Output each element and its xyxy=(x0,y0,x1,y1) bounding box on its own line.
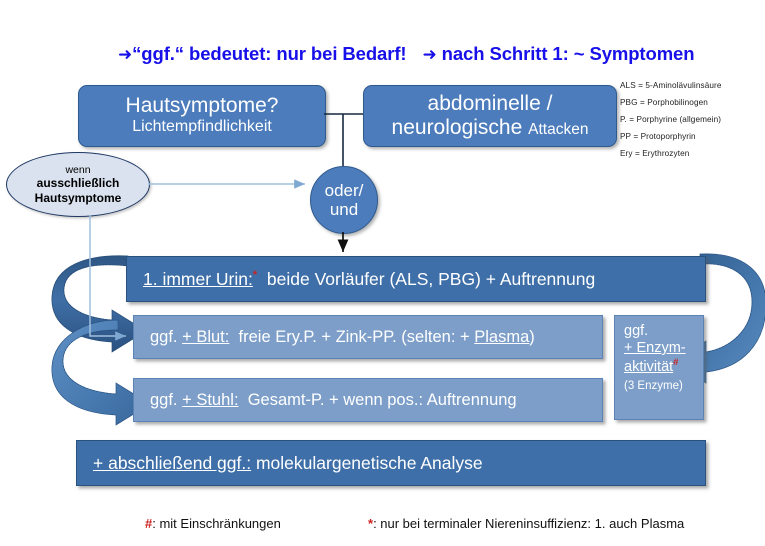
legend-item: PP = Protoporphyrin xyxy=(620,131,696,141)
node-abdominal-neuro-attacks[interactable]: abdominelle / neurologische Attacken xyxy=(363,85,617,147)
step-stool-prefix: ggf. xyxy=(150,390,183,409)
step-blood-label: + Blut: xyxy=(182,327,230,346)
step-stool-bar[interactable]: ggf. + Stuhl: Gesamt-P. + wenn pos.: Auf… xyxy=(133,378,603,422)
footnote-hash-mark: # xyxy=(145,516,153,531)
step-molecular-genetics-bar[interactable]: + abschließend ggf.: molekulargenetische… xyxy=(76,440,706,486)
step-blood-prefix: ggf. xyxy=(150,327,183,346)
node-or-and-junction[interactable]: oder/ und xyxy=(310,166,378,234)
oval-line2: ausschließlich xyxy=(36,176,120,191)
abdominal-box-line1: abdominelle / xyxy=(427,92,553,116)
enzyme-line4: (3 Enzyme) xyxy=(624,379,683,392)
skin-box-line1: Hautsymptome? xyxy=(125,94,279,118)
step-stool-text: ggf. + Stuhl: Gesamt-P. + wenn pos.: Auf… xyxy=(134,391,517,410)
connector-oval-to-blood xyxy=(89,215,127,341)
node-only-skin-symptoms-condition[interactable]: wenn ausschließlich Hautsymptome xyxy=(6,152,150,217)
step-blood-text: ggf. + Blut: freie Ery.P. + Zink-PP. (se… xyxy=(134,328,535,347)
step-blood-bar[interactable]: ggf. + Blut: freie Ery.P. + Zink-PP. (se… xyxy=(133,315,603,359)
node-enzyme-activity[interactable]: ggf. + Enzym- aktivität# (3 Enzyme) xyxy=(614,315,704,420)
footnote-hash-text: : mit Einschränkungen xyxy=(152,516,281,531)
headline-text-1: “ggf.“ bedeutet: nur bei Bedarf! xyxy=(132,43,407,64)
step-blood-detail-a: freie Ery.P. + Zink-PP. (selten: + xyxy=(238,327,475,346)
step-blood-detail-b: ) xyxy=(529,327,535,346)
enzyme-line2: + Enzym- xyxy=(624,339,686,356)
legend-item: PBG = Porphobilinogen xyxy=(620,97,708,107)
step-urine-text: 1. immer Urin:* beide Vorläufer (ALS, PB… xyxy=(127,269,595,290)
junction-line2: und xyxy=(329,200,359,219)
skin-box-line2: Lichtempfindlichkeit xyxy=(132,118,272,136)
abdominal-box-line2-small: Attacken xyxy=(528,120,589,138)
legend-item: Ery = Erythrozyten xyxy=(620,148,690,158)
step-urine-bar[interactable]: 1. immer Urin:* beide Vorläufer (ALS, PB… xyxy=(126,256,706,302)
junction-line1: oder/ xyxy=(324,180,364,200)
step-urine-footnote-mark: * xyxy=(252,268,258,281)
step-final-detail: molekulargenetische Analyse xyxy=(255,452,483,473)
step-blood-plasma: Plasma xyxy=(474,327,530,346)
headline-text-2: nach Schritt 1: ~ Symptomen xyxy=(441,43,695,64)
connector-topboxes-to-junction xyxy=(324,113,363,166)
abdominal-box-line2-main: neurologische xyxy=(391,115,523,139)
footnote-star-text: : nur bei terminaler Niereninsuffizienz:… xyxy=(373,516,685,531)
node-skin-symptoms[interactable]: Hautsymptome? Lichtempfindlichkeit xyxy=(78,85,326,147)
enzyme-line3-wrap: aktivität# xyxy=(624,357,703,376)
step-urine-label: 1. immer Urin: xyxy=(143,268,253,289)
footnote-star: *: nur bei terminaler Niereninsuffizienz… xyxy=(368,516,684,531)
headline-arrow-2-icon: ➜ xyxy=(422,45,437,64)
enzyme-footnote-mark: # xyxy=(673,356,679,368)
page-headline: ➜“ggf.“ bedeutet: nur bei Bedarf!➜ nach … xyxy=(118,43,758,69)
enzyme-line1: ggf. xyxy=(624,323,649,339)
headline-arrow-1-icon: ➜ xyxy=(118,45,133,64)
step-final-label: + abschließend ggf.: xyxy=(93,452,252,473)
abdominal-box-line2: neurologische Attacken xyxy=(392,116,589,139)
step-final-text: + abschließend ggf.: molekulargenetische… xyxy=(77,453,483,474)
step-stool-detail: Gesamt-P. + wenn pos.: Auftrennung xyxy=(247,390,517,409)
legend-item: P. = Porphyrine (allgemein) xyxy=(620,114,722,124)
oval-line3: Hautsymptome xyxy=(34,190,122,205)
footnote-hash: #: mit Einschränkungen xyxy=(145,516,281,531)
step-urine-detail: beide Vorläufer (ALS, PBG) + Auftrennung xyxy=(266,268,596,289)
step-stool-label: + Stuhl: xyxy=(182,390,239,409)
footnote-star-mark: * xyxy=(368,516,374,531)
enzyme-line3: aktivität xyxy=(624,358,674,375)
abbreviation-legend: ALS = 5-Aminolävulinsäure PBG = Porphobi… xyxy=(620,81,765,167)
legend-item: ALS = 5-Aminolävulinsäure xyxy=(620,81,722,90)
oval-line1: wenn xyxy=(65,164,91,177)
